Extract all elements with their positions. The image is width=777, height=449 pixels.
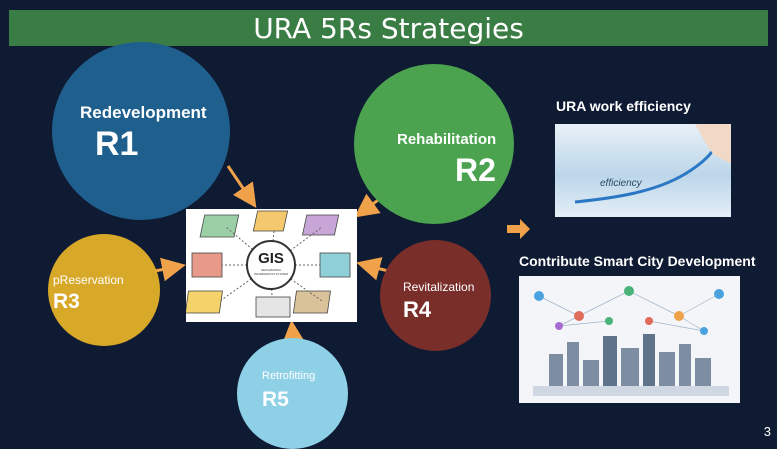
efficiency-handwriting: efficiency: [600, 178, 642, 189]
gis-label: GIS: [258, 250, 284, 267]
preservation-label: pReservation: [53, 273, 124, 287]
building: [659, 352, 675, 388]
gis-sublabel: GEOGRAPHIC INFORMATION SYSTEM: [254, 268, 288, 276]
r2-code: R2: [455, 152, 496, 188]
map-tile: [301, 214, 340, 236]
building: [679, 344, 691, 388]
retrofitting-label: Retrofitting: [262, 370, 316, 382]
network-node: [574, 311, 584, 321]
network-node: [534, 291, 544, 301]
arrow-to-right: [507, 219, 530, 239]
revitalization-label: Revitalization: [403, 280, 475, 294]
rehabilitation-circle: [354, 64, 514, 224]
arrow-r1: [226, 165, 257, 208]
retrofitting-circle: [237, 338, 348, 449]
network-node: [674, 311, 684, 321]
building: [549, 354, 563, 388]
map-tile: [199, 214, 240, 238]
gis-map-icons: [186, 210, 351, 318]
building: [567, 342, 579, 388]
building: [643, 334, 655, 388]
network-node: [555, 322, 563, 330]
page-number: 3: [763, 424, 771, 439]
gis-illustration: GIS GEOGRAPHIC INFORMATION SYSTEM: [186, 209, 357, 322]
map-tile: [252, 210, 289, 232]
building: [621, 348, 639, 388]
map-tile: [191, 252, 223, 278]
r3-code: R3: [53, 290, 80, 313]
network-node: [700, 327, 708, 335]
map-tile: [255, 296, 291, 318]
preservation-circle: [48, 234, 160, 346]
smart-city-title: Contribute Smart City Development: [519, 253, 756, 269]
arrow-r4: [356, 257, 389, 281]
efficiency-title: URA work efficiency: [556, 98, 691, 114]
efficiency-graph: [574, 124, 731, 204]
rehabilitation-label: Rehabilitation: [397, 131, 497, 148]
redevelopment-circle: [52, 42, 230, 220]
r5-code: R5: [262, 388, 289, 411]
building: [603, 336, 617, 388]
building: [583, 360, 599, 388]
building: [695, 358, 711, 388]
network-node: [605, 317, 613, 325]
network-node: [624, 286, 634, 296]
tablet-base: [533, 386, 729, 396]
map-tile: [292, 290, 331, 314]
r4-code: R4: [403, 297, 432, 322]
gis-hub: [246, 240, 296, 290]
revitalization-circle: [380, 240, 491, 351]
map-tile: [319, 252, 351, 278]
network-node: [645, 317, 653, 325]
efficiency-photo: efficiency: [555, 124, 731, 217]
slide-title: URA 5Rs Strategies: [253, 12, 524, 45]
title-bar: URA 5Rs Strategies: [9, 10, 768, 46]
smart-city-photo: [519, 276, 740, 403]
network-node: [714, 289, 724, 299]
map-tile: [186, 290, 223, 314]
r1-code: R1: [95, 125, 139, 163]
redevelopment-label: Redevelopment: [80, 103, 207, 122]
smart-city-illustration: [533, 286, 729, 396]
